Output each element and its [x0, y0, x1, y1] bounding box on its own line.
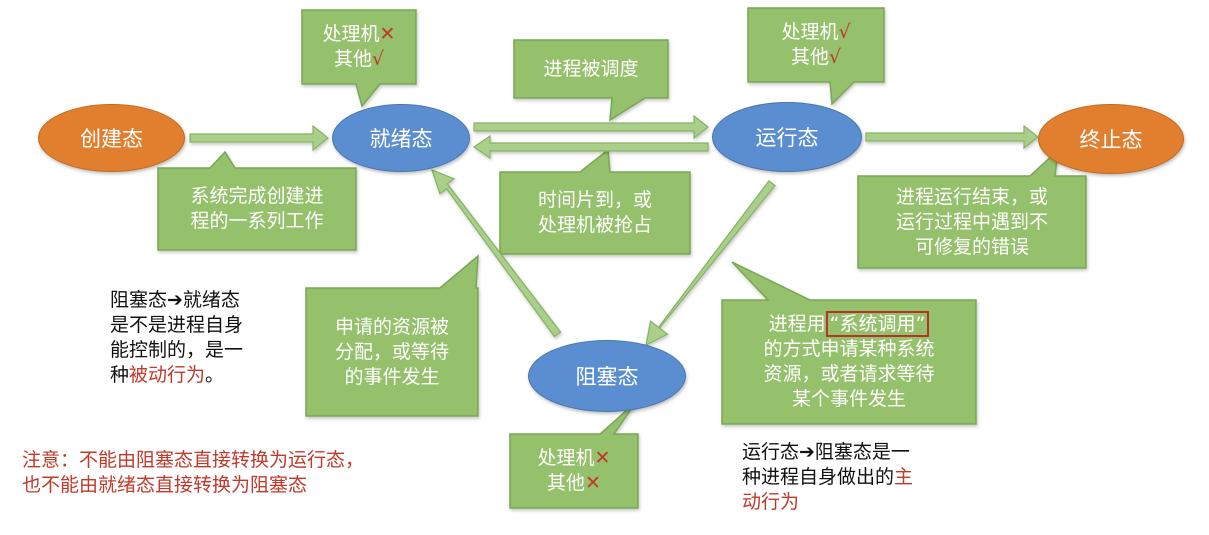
- cross-mark-icon: ✕: [379, 23, 396, 45]
- callout-resource-granted: [305, 254, 479, 417]
- callout-blocked-resources-text: 处理机✕ 其他✕: [537, 447, 611, 494]
- state-running: 运行态: [712, 102, 862, 172]
- arrow-blocked-to-ready: [431, 168, 562, 338]
- arrow-ready-to-running: [473, 114, 709, 140]
- callout-create-done-text: 系统完成创建进 程的一系列工作: [190, 185, 324, 232]
- note-blocked-to-ready: 阻塞态➔就绪态 是不是进程自身 能控制的，是一 种被动行为。: [110, 289, 244, 386]
- callout-terminate-reason: [857, 148, 1087, 269]
- callout-resource-granted-text: 申请的资源被 分配，或等待 的事件发生: [334, 315, 449, 388]
- arrow-running-to-ready: [472, 134, 709, 160]
- check-mark-icon: √: [838, 21, 851, 43]
- note-running-to-blocked: 运行态➔阻塞态是一 种进程自身做出的主 动行为: [742, 441, 914, 513]
- state-blocked: 阻塞态: [528, 340, 686, 412]
- check-mark-icon: √: [371, 48, 385, 70]
- state-running-label: 运行态: [755, 126, 819, 150]
- callout-running-resources: [747, 7, 885, 106]
- callout-blocked-resources: [509, 401, 639, 509]
- callout-ready-resources-text: 处理机✕ 其他√: [322, 23, 396, 70]
- arrow-created-to-ready: [189, 124, 329, 152]
- cross-mark-icon: ✕: [594, 447, 611, 469]
- state-created: 创建态: [38, 104, 185, 172]
- callout-timeslice-text: 时间片到，或 处理机被抢占: [537, 189, 652, 236]
- state-blocked-label: 阻塞态: [575, 365, 639, 389]
- callout-ready-resources: [301, 9, 417, 108]
- check-mark-icon: √: [828, 46, 842, 68]
- arrow-running-to-terminated: [865, 124, 1039, 150]
- callout-running-resources-text: 处理机√ 其他√: [781, 21, 851, 68]
- cross-mark-icon: ✕: [585, 472, 601, 494]
- state-created-label: 创建态: [80, 127, 143, 151]
- callout-scheduled: [513, 39, 669, 122]
- callout-terminate-reason-text: 进程运行结束，或 运行过程中遇到不 可修复的错误: [895, 185, 1048, 258]
- state-terminated: 终止态: [1038, 104, 1184, 174]
- note-warning: 注意：不能由阻塞态直接转换为运行态， 也不能由就绪态直接转换为阻塞态: [22, 449, 365, 496]
- callout-timeslice: [499, 148, 691, 255]
- state-terminated-label: 终止态: [1079, 128, 1143, 152]
- callout-syscall: [721, 261, 977, 425]
- callout-create-done: [157, 150, 357, 251]
- callout-syscall-text: 进程用“系统调用” 的方式申请某种系统 资源，或者请求等待 某个事件发生: [763, 311, 935, 410]
- state-ready-label: 就绪态: [369, 127, 433, 151]
- callout-scheduled-text: 进程被调度: [543, 57, 639, 80]
- syscall-highlight: “系统调用”: [825, 311, 930, 337]
- state-ready: 就绪态: [332, 104, 470, 172]
- arrow-running-to-blocked: [645, 179, 776, 347]
